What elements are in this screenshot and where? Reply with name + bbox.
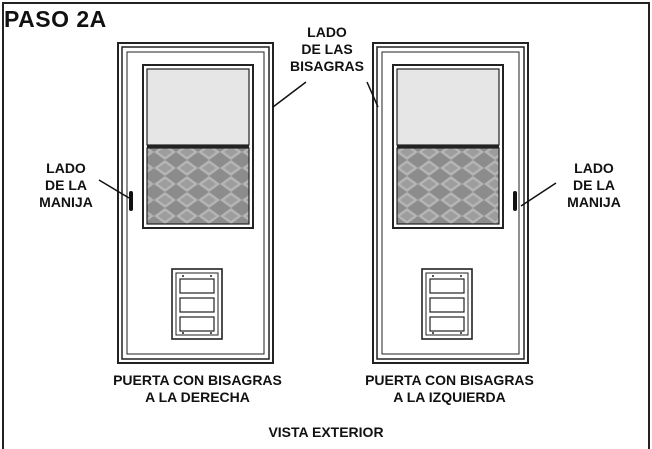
handle-side-label-left: LADO DE LA MANIJA (26, 160, 106, 211)
door-left-hinged (372, 42, 529, 364)
view-label: VISTA EXTERIOR (268, 424, 384, 440)
caption-right-hinged-line2: A LA DERECHA (145, 389, 250, 405)
hinge-label-line2: DE LAS (301, 41, 353, 57)
caption-left-hinged-line2: A LA IZQUIERDA (393, 389, 506, 405)
caption-right-hinged-line1: PUERTA CON BISAGRAS (113, 372, 282, 388)
caption-right-hinged: PUERTA CON BISAGRAS A LA DERECHA (95, 372, 300, 406)
hinge-label-line1: LADO (307, 24, 347, 40)
caption-left-hinged: PUERTA CON BISAGRAS A LA IZQUIERDA (347, 372, 552, 406)
hinge-label-line3: BISAGRAS (290, 58, 364, 74)
handle-right-line3: MANIJA (567, 194, 621, 210)
handle-right-line1: LADO (574, 160, 614, 176)
step-title: PASO 2A (4, 6, 107, 32)
door-right-hinged (117, 42, 274, 364)
handle-left-line3: MANIJA (39, 194, 93, 210)
handle-left-line1: LADO (46, 160, 86, 176)
leader-hinge-left (272, 81, 307, 108)
handle-left-line2: DE LA (45, 177, 87, 193)
leader-handle-left (98, 179, 130, 199)
leader-hinge-right (366, 81, 379, 108)
caption-left-hinged-line1: PUERTA CON BISAGRAS (365, 372, 534, 388)
handle-side-label-right: LADO DE LA MANIJA (554, 160, 634, 211)
hinge-side-label: LADO DE LAS BISAGRAS (282, 24, 372, 75)
handle-right-line2: DE LA (573, 177, 615, 193)
leader-handle-right (520, 182, 557, 207)
